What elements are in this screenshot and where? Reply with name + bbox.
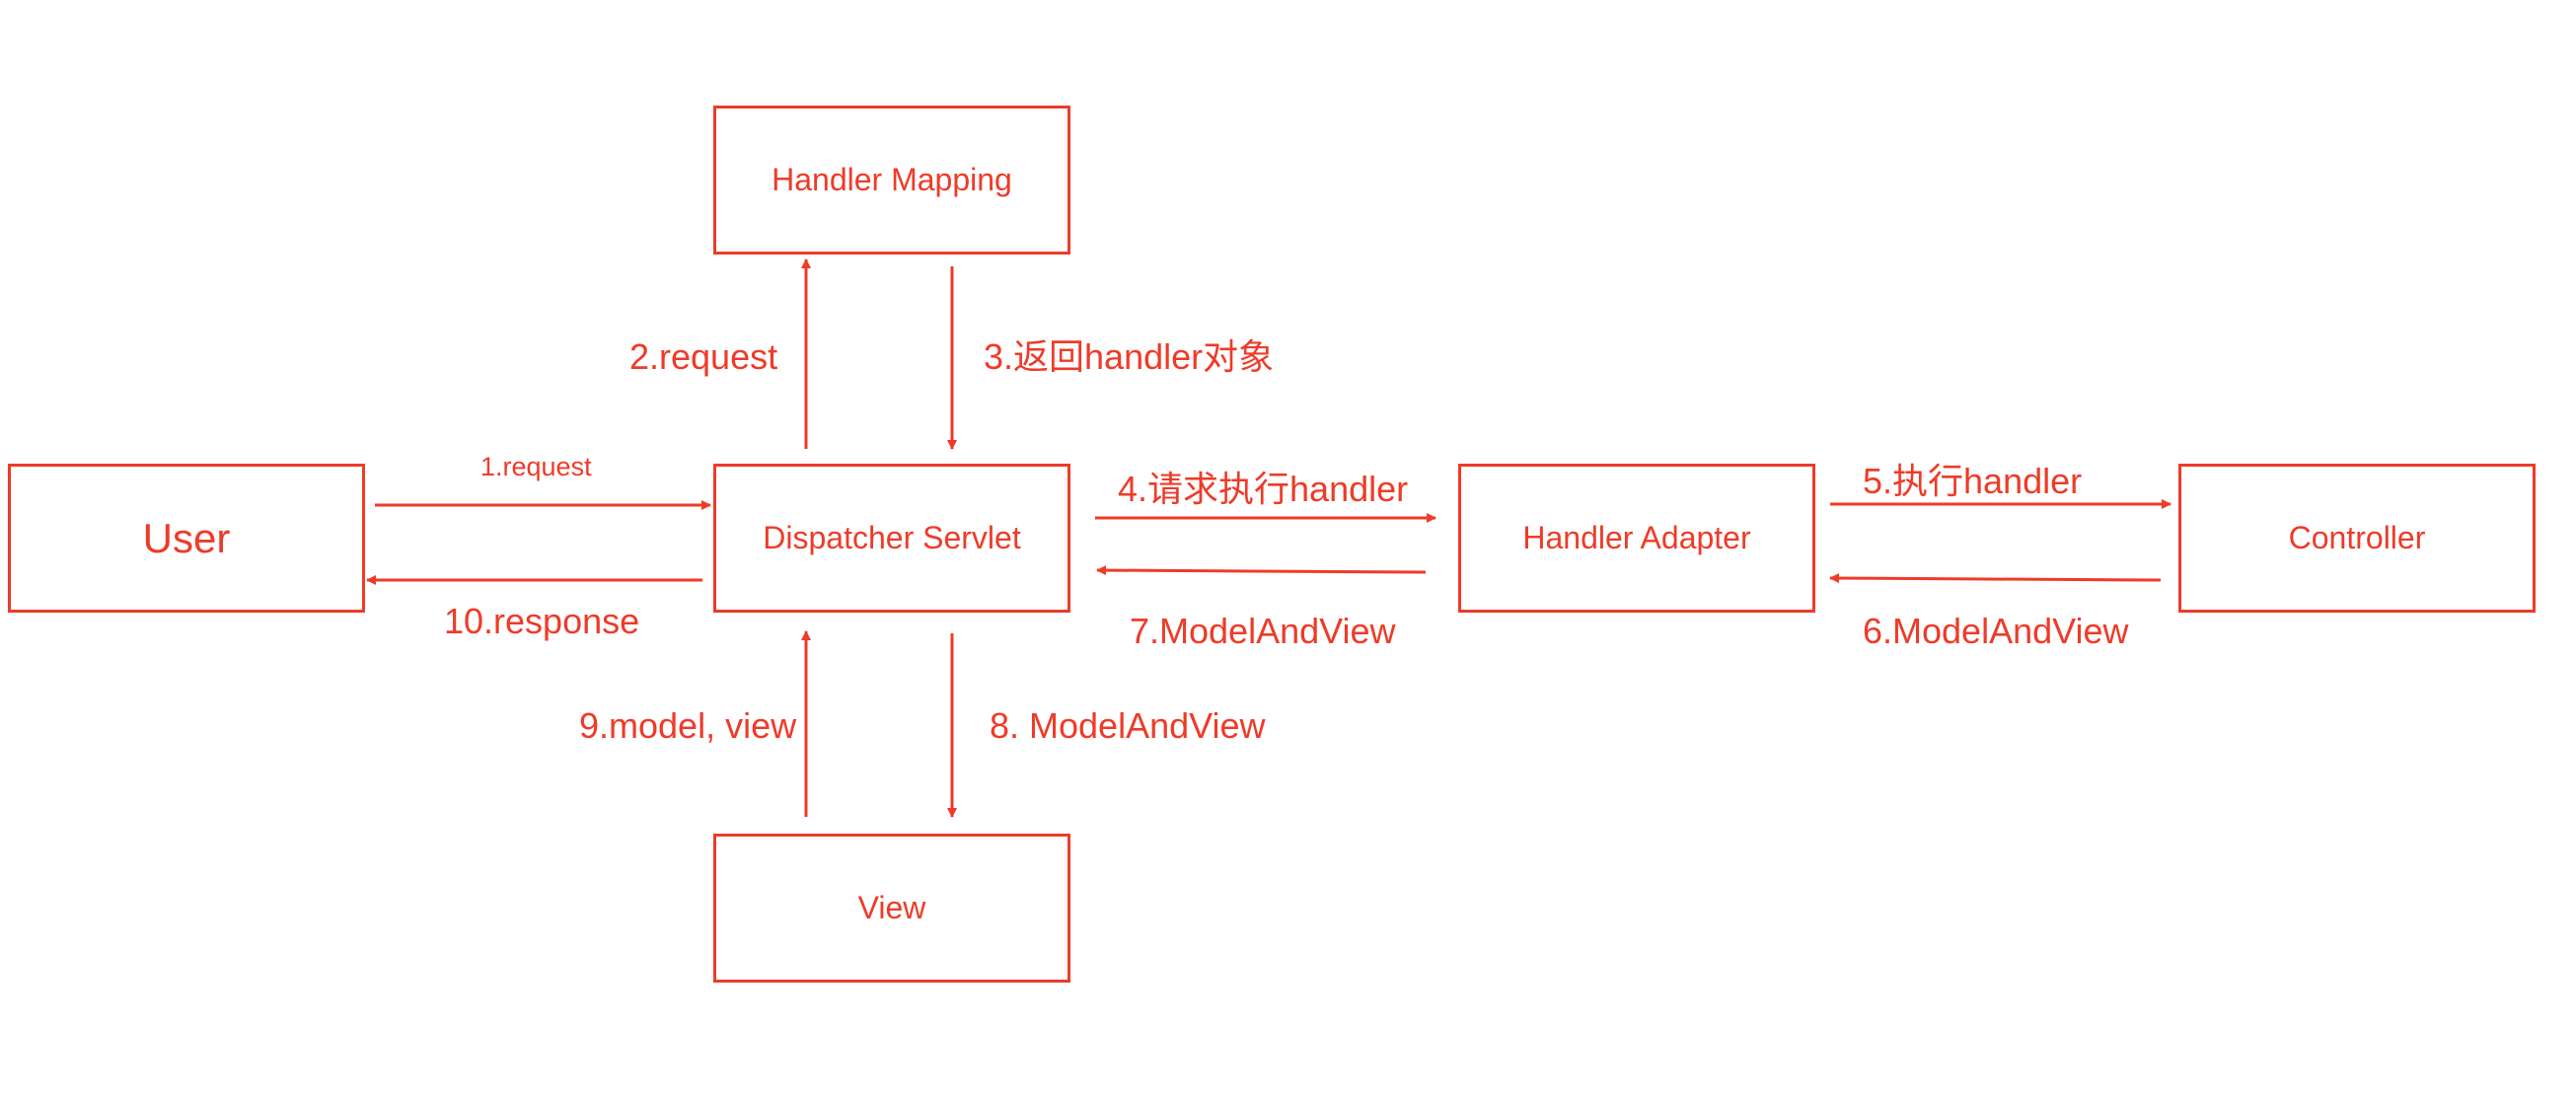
edge-label-7: 7.ModelAndView	[1130, 611, 1396, 651]
controller-node-label: Controller	[2288, 520, 2426, 555]
handler-adapter-node: Handler Adapter	[1458, 464, 1815, 613]
arrow-7-modelandview	[1096, 565, 1427, 576]
dispatcher-servlet-node-label: Dispatcher Servlet	[763, 520, 1021, 555]
edge-label-8: 8. ModelAndView	[990, 705, 1266, 746]
handler-mapping-node-label: Handler Mapping	[772, 162, 1012, 197]
edge-label-1: 1.request	[480, 452, 592, 481]
edge-label-10: 10.response	[444, 601, 640, 641]
user-node: User	[8, 464, 365, 613]
dispatcher-servlet-node: Dispatcher Servlet	[713, 464, 1070, 613]
edge-label-9: 9.model, view	[579, 705, 797, 746]
edge-label-4: 4.请求执行handler	[1118, 469, 1409, 509]
edge-label-3: 3.返回handler对象	[984, 336, 1275, 377]
view-node: View	[713, 834, 1070, 983]
handler-adapter-node-label: Handler Adapter	[1522, 520, 1751, 555]
handler-mapping-node: Handler Mapping	[713, 106, 1070, 255]
controller-node: Controller	[2178, 464, 2536, 613]
edge-label-6: 6.ModelAndView	[1863, 611, 2129, 651]
view-node-label: View	[857, 890, 926, 925]
user-node-label: User	[142, 514, 231, 561]
edge-label-5: 5.执行handler	[1863, 461, 2083, 501]
edge-label-2: 2.request	[629, 336, 778, 377]
arrow-6-modelandview	[1829, 573, 2162, 584]
